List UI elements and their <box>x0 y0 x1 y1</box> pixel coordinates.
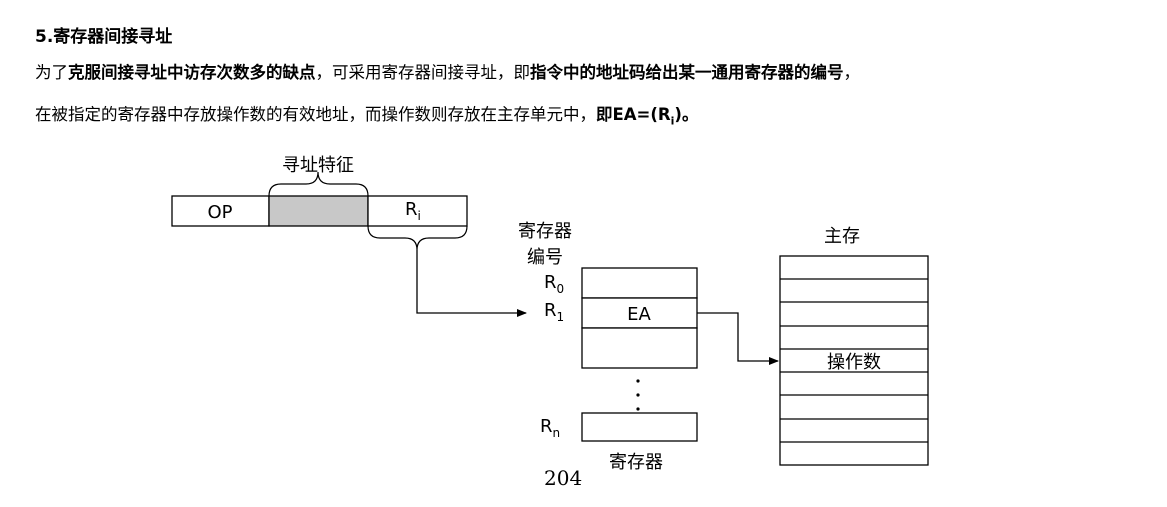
op-field <box>171 195 270 227</box>
main-memory <box>779 255 929 466</box>
ri-label: Ri <box>405 199 421 223</box>
register-r2 <box>581 327 698 369</box>
instruction-format: OP Ri <box>171 195 468 227</box>
line1-seg-4: ， <box>843 63 861 82</box>
ea-label: EA <box>627 304 651 325</box>
memory-label: 主存 <box>824 226 860 247</box>
op-label: OP <box>207 202 232 223</box>
rn-label: Rn <box>540 416 560 440</box>
line1-seg-1: 克服间接寻址中访存次数多的缺点 <box>68 63 316 82</box>
formula: 即EA=(Ri)。 <box>596 105 699 128</box>
ri-brace <box>367 225 468 251</box>
reg-number-label-1: 寄存器 <box>518 221 572 242</box>
line2-text: 在被指定的寄存器中存放操作数的有效地址，而操作数则存放在主存单元中， <box>35 105 596 124</box>
feature-label: 寻址特征 <box>282 155 354 176</box>
reg-number-label-2: 编号 <box>527 247 563 268</box>
r1-label: R1 <box>544 300 564 324</box>
ellipsis-dot-2 <box>636 393 640 397</box>
paragraph-line-1: 为了克服间接寻址中访存次数多的缺点，可采用寄存器间接寻址，即指令中的地址码给出某… <box>35 62 860 84</box>
section-heading: 5.寄存器间接寻址 <box>35 27 173 47</box>
page-number: 204 <box>544 466 583 490</box>
formula-suffix: )。 <box>674 105 699 124</box>
r0-label: R0 <box>544 272 564 296</box>
register-file: EA <box>581 267 698 442</box>
ri-to-r1-arrow <box>416 250 527 317</box>
formula-prefix: 即EA=(R <box>596 105 671 124</box>
line1-seg-3: 指令中的地址码给出某一通用寄存器的编号 <box>530 63 844 82</box>
feature-brace <box>268 171 369 197</box>
paragraph-line-2: 在被指定的寄存器中存放操作数的有效地址，而操作数则存放在主存单元中，即EA=(R… <box>35 104 698 132</box>
ea-to-operand-arrow <box>697 312 779 365</box>
registers-label: 寄存器 <box>609 452 663 473</box>
line1-seg-2: ，可采用寄存器间接寻址，即 <box>315 63 531 82</box>
register-r0 <box>581 267 698 299</box>
memory-frame <box>779 255 929 466</box>
ellipsis-dot-3 <box>636 407 640 411</box>
formula-subscript: i <box>670 114 675 128</box>
ri-field <box>367 195 468 227</box>
line1-seg-0: 为了 <box>35 63 68 82</box>
feature-field <box>268 195 369 227</box>
ellipsis-dot-1 <box>636 379 640 383</box>
register-rn <box>581 412 698 442</box>
operand-label: 操作数 <box>827 352 881 373</box>
